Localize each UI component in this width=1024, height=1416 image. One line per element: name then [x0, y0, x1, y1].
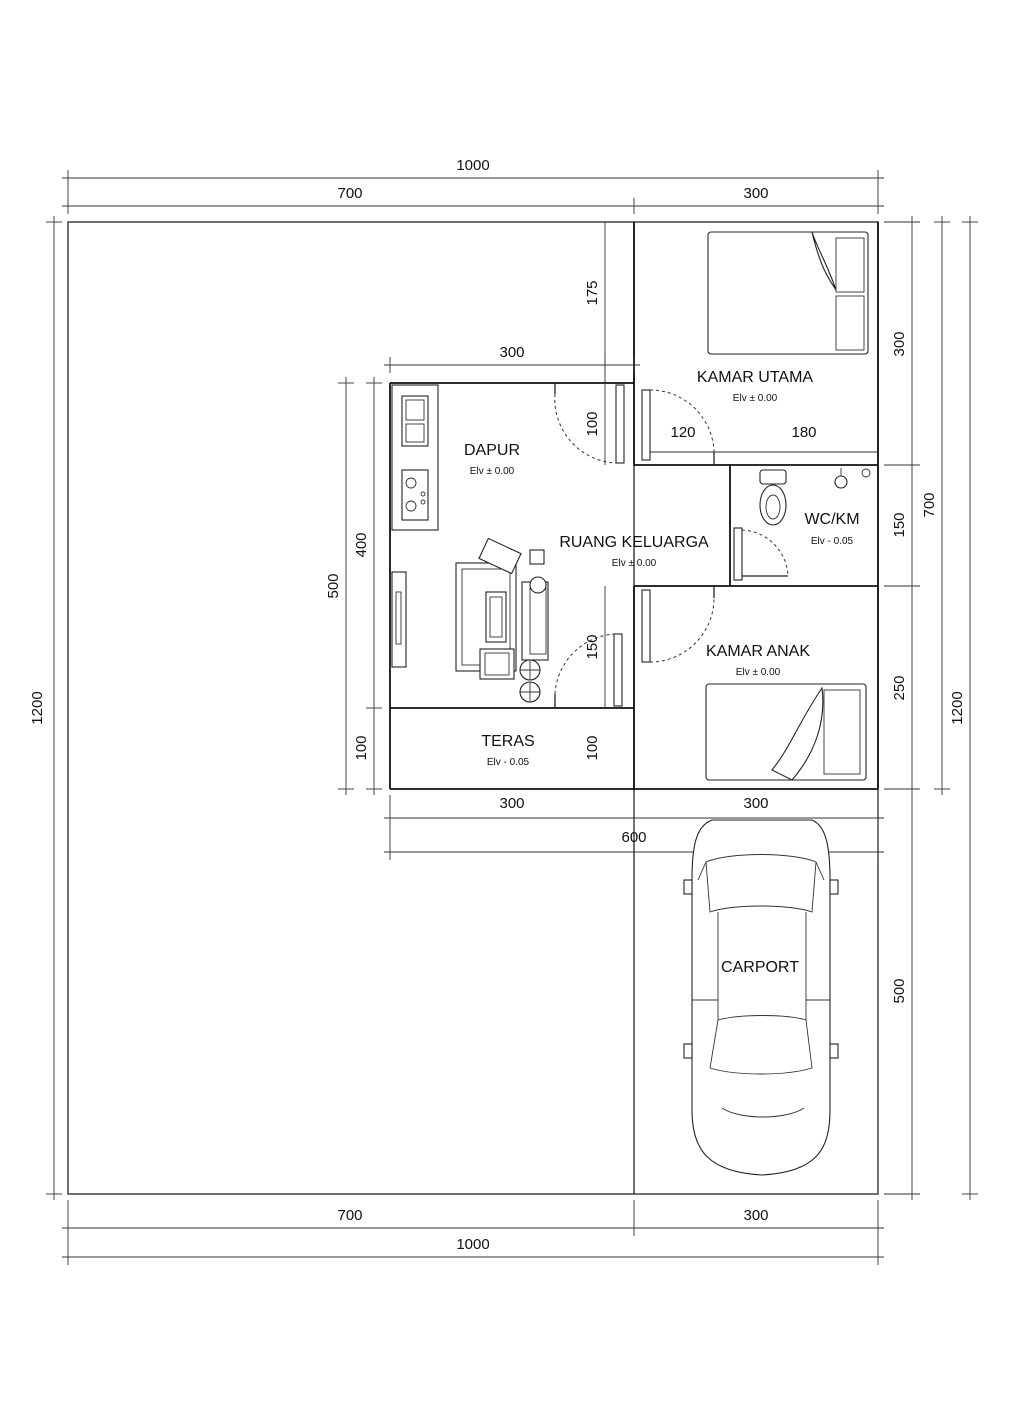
dim-house-bottom-left: 300	[499, 795, 524, 812]
house-walls	[389, 222, 879, 790]
room-label-teras: TERAS	[481, 733, 534, 750]
room-elevation-wc-km: Elv - 0.05	[811, 536, 854, 547]
dimension-lines	[46, 170, 978, 1265]
dim-house-bottom-total: 600	[621, 829, 646, 846]
room-elevation-kamar-utama: Elv ± 0.00	[733, 393, 778, 404]
room-label-kamar-utama: KAMAR UTAMA	[697, 369, 813, 386]
wall-cabinet	[391, 571, 407, 668]
dim-door-anak: 150	[584, 634, 601, 659]
door-teras	[554, 633, 623, 708]
dim-house-left-teras: 100	[353, 735, 370, 760]
dim-top-right: 300	[743, 185, 768, 202]
dim-bottom-right: 300	[743, 1207, 768, 1224]
dim-right-kamar-utama: 300	[891, 331, 908, 356]
room-elevation-kamar-anak: Elv ± 0.00	[736, 667, 781, 678]
living-room-furniture	[455, 537, 549, 703]
room-elevation-ruang-keluarga: Elv ± 0.00	[612, 558, 657, 569]
dim-teras-right: 100	[584, 735, 601, 760]
dim-house-left-main: 400	[353, 532, 370, 557]
room-elevation-teras: Elv - 0.05	[487, 757, 530, 768]
room-label-kamar-anak: KAMAR ANAK	[706, 643, 810, 660]
dim-right-total: 1200	[949, 691, 966, 724]
dim-top-total: 1000	[456, 157, 489, 174]
door-kamar-anak	[641, 586, 715, 663]
dim-kamar-utama-height: 175	[584, 280, 601, 305]
bed-kamar-utama	[707, 231, 869, 355]
wc-fixtures	[759, 468, 871, 526]
car	[683, 819, 839, 1176]
room-label-ruang-keluarga: RUANG KELUARGA	[559, 534, 709, 551]
room-label-wc-km: WC/KM	[804, 511, 859, 528]
room-elevation-dapur: Elv ± 0.00	[470, 466, 515, 477]
dim-house-left-total: 500	[325, 573, 342, 598]
room-label-dapur: DAPUR	[464, 442, 520, 459]
dim-corridor-120: 120	[670, 424, 695, 441]
bed-kamar-anak	[705, 683, 867, 781]
room-label-carport: CARPORT	[721, 959, 799, 976]
dim-left-total: 1200	[29, 691, 46, 724]
dim-right-wc: 150	[891, 512, 908, 537]
dim-bottom-total: 1000	[456, 1236, 489, 1253]
door-wc	[733, 527, 789, 581]
dim-right-carport: 500	[891, 978, 908, 1003]
door-kamar-utama	[641, 389, 715, 465]
dim-top-left: 700	[337, 185, 362, 202]
kitchen-counter	[391, 384, 439, 531]
dim-house-top: 300	[499, 344, 524, 361]
dim-right-kamar-anak: 250	[891, 675, 908, 700]
door-dapur	[554, 383, 625, 464]
dim-door-dapur: 100	[584, 411, 601, 436]
dim-right-house: 700	[921, 492, 938, 517]
dim-house-bottom-right: 300	[743, 795, 768, 812]
dim-bottom-left: 700	[337, 1207, 362, 1224]
dim-corridor-180: 180	[791, 424, 816, 441]
